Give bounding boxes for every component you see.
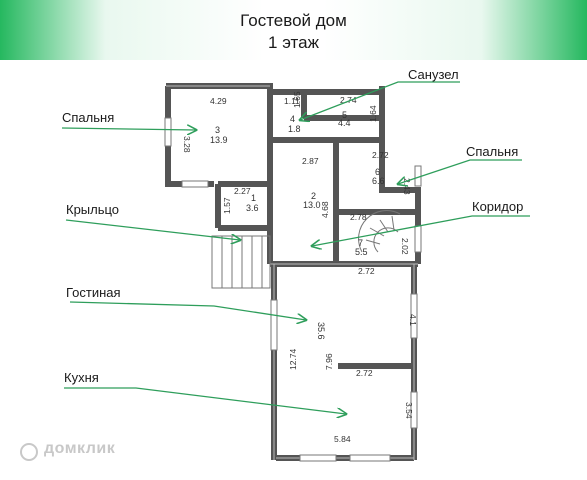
room-area: 6.6 [372, 176, 385, 186]
room-number: 4 [290, 114, 295, 124]
dim-label: 1.57 [222, 197, 232, 214]
room-number: 6 [375, 167, 380, 177]
dim-label: 2.78 [350, 212, 367, 222]
room-area: 1.8 [288, 124, 301, 134]
label-kuhnya: Кухня [64, 370, 99, 385]
dim-label: 1.64 [368, 105, 378, 122]
header-banner [0, 0, 587, 60]
page-subtitle: 1 этаж [268, 33, 319, 52]
dim-label: 12.74 [288, 348, 298, 370]
dim-label: 1.65 [292, 91, 302, 108]
room-area: 13.9 [210, 135, 228, 145]
dim-label: 4.68 [320, 201, 330, 218]
dim-label: 2.72 [372, 150, 389, 160]
room-number: 5 [342, 110, 347, 120]
dim-label: 3.28 [182, 136, 192, 153]
dim-label: 2.87 [302, 156, 319, 166]
label-gostinaya: Гостиная [66, 285, 121, 300]
watermark-logo-icon [20, 443, 38, 461]
walls [165, 83, 421, 461]
dim-label: 2.74 [340, 95, 357, 105]
room-area: 5.5 [355, 247, 368, 257]
dim-label: 2.02 [400, 238, 410, 255]
room-area: 35.6 [316, 322, 326, 340]
dim-label: 2.27 [234, 186, 251, 196]
label-koridor: Коридор [472, 199, 523, 214]
room-area: 3.6 [246, 203, 259, 213]
label-krylco: Крыльцо [66, 202, 119, 217]
dim-label: 4.29 [210, 96, 227, 106]
label-spalnya-left: Спальня [62, 110, 114, 125]
dim-label: 2.72 [356, 368, 373, 378]
watermark-text: домклик [44, 440, 116, 457]
dim-label: 3.54 [404, 402, 414, 419]
dim-label: 4.1 [408, 314, 418, 326]
room-number: 3 [215, 125, 220, 135]
room-number: 7 [358, 238, 363, 248]
label-spalnya-right: Спальня [466, 144, 518, 159]
room-area: 4.4 [338, 118, 351, 128]
room-number: 1 [251, 193, 256, 203]
dim-label: 2.72 [358, 266, 375, 276]
dim-label: 7.96 [324, 353, 334, 370]
leader-lines [61, 81, 530, 414]
page-title: Гостевой дом [240, 11, 347, 30]
room-number: 2 [311, 191, 316, 201]
label-sanuzel: Санузел [408, 67, 459, 82]
dim-label: 1.11 [284, 96, 300, 106]
dim-label: 5.84 [334, 434, 351, 444]
room-area: 13.0 [303, 200, 321, 210]
